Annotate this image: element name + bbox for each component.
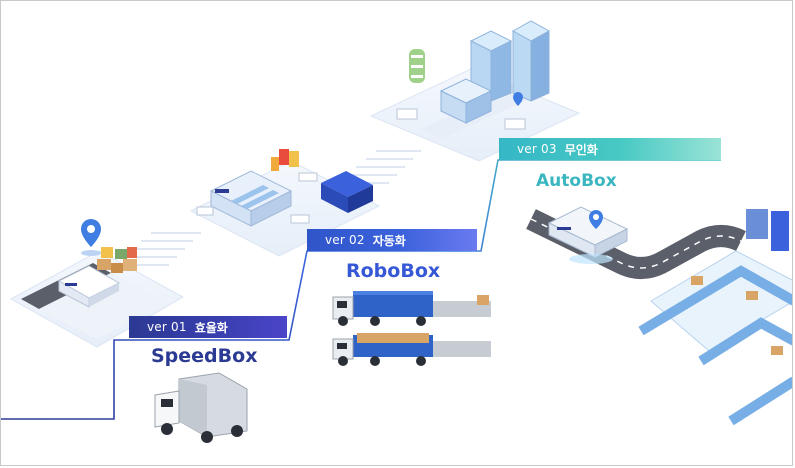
product-name-autobox: AutoBox bbox=[536, 171, 617, 191]
growth-step-line bbox=[1, 159, 721, 420]
conveyor-icon bbox=[638, 209, 792, 426]
location-pin-icon bbox=[81, 219, 101, 256]
stage-keyword: 무인화 bbox=[564, 142, 598, 157]
product-name-robobox: RoboBox bbox=[346, 260, 441, 282]
platform-ver01 bbox=[9, 219, 185, 348]
blue-warehouse bbox=[321, 171, 373, 213]
stage-version: ver 03 bbox=[517, 142, 557, 156]
stage-keyword: 효율화 bbox=[194, 320, 228, 335]
cargo-boxes bbox=[97, 247, 137, 273]
city-icon bbox=[409, 20, 551, 124]
stage-banner-ver02: ver 02 자동화 bbox=[307, 229, 477, 251]
product-name-speedbox: SpeedBox bbox=[151, 345, 258, 367]
stage-version: ver 02 bbox=[325, 233, 365, 247]
stage-banner-ver03: ver 03 무인화 bbox=[499, 138, 721, 160]
truck-icon bbox=[196, 172, 318, 224]
robobox-truck-bottom bbox=[332, 333, 491, 366]
platform-ver02 bbox=[189, 149, 381, 257]
autonomous-truck-icon bbox=[547, 206, 629, 264]
truck-icon bbox=[57, 265, 121, 308]
stage-version: ver 01 bbox=[147, 320, 187, 334]
containers bbox=[271, 149, 299, 171]
location-pin-icon bbox=[513, 92, 523, 106]
autobox-scene bbox=[526, 206, 792, 426]
stage-banner-ver01: ver 01 효율화 bbox=[129, 316, 287, 338]
truck-icon bbox=[396, 108, 526, 130]
location-pin-icon bbox=[589, 210, 603, 229]
speedbox-truck-icon bbox=[154, 372, 248, 443]
warehouse-icon bbox=[209, 170, 293, 227]
robobox-truck-top bbox=[332, 291, 491, 326]
stage-keyword: 자동화 bbox=[372, 233, 406, 248]
platform-ver03 bbox=[369, 20, 581, 162]
